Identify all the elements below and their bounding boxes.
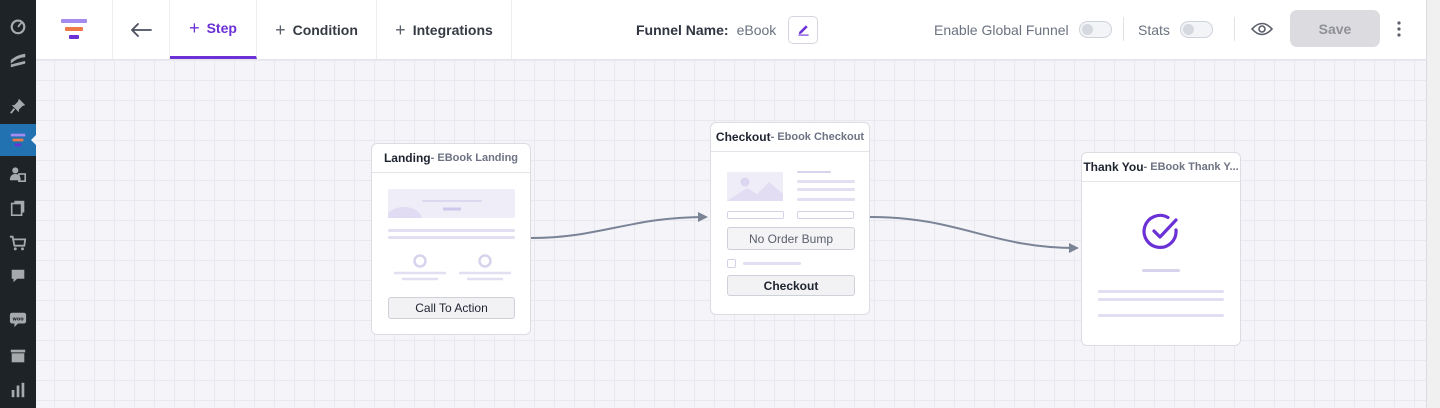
vertical-dots-icon (1397, 21, 1401, 37)
arrow-left-icon (131, 22, 152, 37)
posts-icon[interactable] (6, 48, 30, 72)
step-title: Landing (383, 151, 431, 165)
order-bump-button[interactable]: No Order Bump (727, 227, 855, 250)
enable-global-funnel-label: Enable Global Funnel (934, 21, 1069, 38)
global-funnel-toggle-group: Enable Global Funnel (934, 0, 1112, 59)
enable-global-funnel-toggle[interactable] (1078, 21, 1112, 38)
text-placeholder (1098, 290, 1224, 293)
pages-icon[interactable] (6, 196, 30, 220)
input-placeholder (727, 211, 784, 219)
analytics-icon[interactable] (6, 378, 30, 402)
funnel-menu-icon[interactable] (6, 128, 30, 152)
woo-icon[interactable]: woo (6, 307, 30, 331)
text-placeholder (1142, 269, 1180, 272)
svg-text:woo: woo (12, 316, 24, 322)
stats-toggle[interactable] (1179, 21, 1213, 38)
tab-condition-label: Condition (292, 21, 358, 38)
text-placeholder (797, 198, 855, 201)
checkbox-placeholder (727, 259, 736, 268)
text-placeholder (1098, 314, 1224, 317)
divider (1234, 17, 1235, 41)
builder-topbar: + Step + Condition + Integrations Funnel… (36, 0, 1426, 60)
tab-condition[interactable]: + Condition (257, 0, 377, 59)
features-placeholder (394, 254, 511, 281)
dashboard-icon[interactable] (6, 14, 30, 38)
plus-icon: + (395, 19, 406, 40)
step-card-header: Checkout - Ebook Checkout (711, 123, 869, 152)
archive-icon[interactable] (6, 344, 30, 368)
pencil-icon (798, 25, 809, 36)
cart-icon[interactable] (6, 231, 30, 255)
funnel-name-value: eBook (736, 21, 777, 38)
stats-toggle-group: Stats (1138, 0, 1213, 59)
tab-integrations[interactable]: + Integrations (377, 0, 512, 59)
checkout-button[interactable]: Checkout (727, 275, 855, 296)
pin-icon[interactable] (6, 94, 30, 118)
call-to-action-button[interactable]: Call To Action (388, 297, 515, 319)
plus-icon: + (275, 19, 286, 40)
tab-integrations-label: Integrations (412, 21, 493, 38)
app-logo (36, 0, 113, 59)
preview-button[interactable] (1250, 17, 1274, 41)
scroll-strip (1426, 0, 1440, 408)
text-placeholder (797, 171, 831, 173)
text-placeholder (797, 188, 855, 191)
users-icon[interactable] (6, 162, 30, 186)
step-card-landing[interactable]: Landing - EBook Landing Call To Action (371, 143, 531, 335)
eye-icon (1251, 22, 1273, 36)
tab-step-label: Step (206, 20, 237, 36)
funnel-name: Funnel Name: eBook (636, 0, 819, 59)
step-card-header: Thank You - EBook Thank Y... (1082, 153, 1240, 182)
step-title: Thank You (1083, 160, 1144, 174)
image-placeholder-icon (727, 172, 783, 201)
step-card-header: Landing - EBook Landing (372, 144, 530, 173)
stats-label: Stats (1138, 21, 1170, 38)
hero-placeholder (388, 189, 515, 218)
text-placeholder (388, 229, 515, 232)
save-button[interactable]: Save (1290, 10, 1380, 47)
step-title: Checkout (715, 130, 771, 144)
step-subtitle: - EBook Thank Y... (1143, 161, 1239, 173)
funnel-name-label: Funnel Name: (636, 21, 729, 38)
check-circle-icon (1142, 213, 1178, 249)
back-button[interactable] (113, 0, 170, 59)
divider (1123, 17, 1124, 41)
step-subtitle: - EBook Landing (430, 152, 519, 164)
wp-admin-sidebar: woo (0, 0, 37, 408)
step-card-checkout[interactable]: Checkout - Ebook Checkout No Order Bump … (710, 122, 870, 315)
plus-icon: + (189, 18, 200, 38)
step-card-thank-you[interactable]: Thank You - EBook Thank Y... (1081, 152, 1241, 346)
text-placeholder (1098, 298, 1224, 301)
text-placeholder (388, 236, 515, 239)
tab-step[interactable]: + Step (170, 0, 257, 59)
funnel-logo-icon (61, 18, 87, 39)
comments-icon[interactable] (6, 264, 30, 288)
text-placeholder (743, 262, 801, 265)
text-placeholder (797, 180, 855, 183)
more-options-button[interactable] (1388, 17, 1410, 41)
input-placeholder (797, 211, 854, 219)
step-subtitle: - Ebook Checkout (770, 131, 865, 143)
edit-funnel-name-button[interactable] (788, 15, 819, 44)
